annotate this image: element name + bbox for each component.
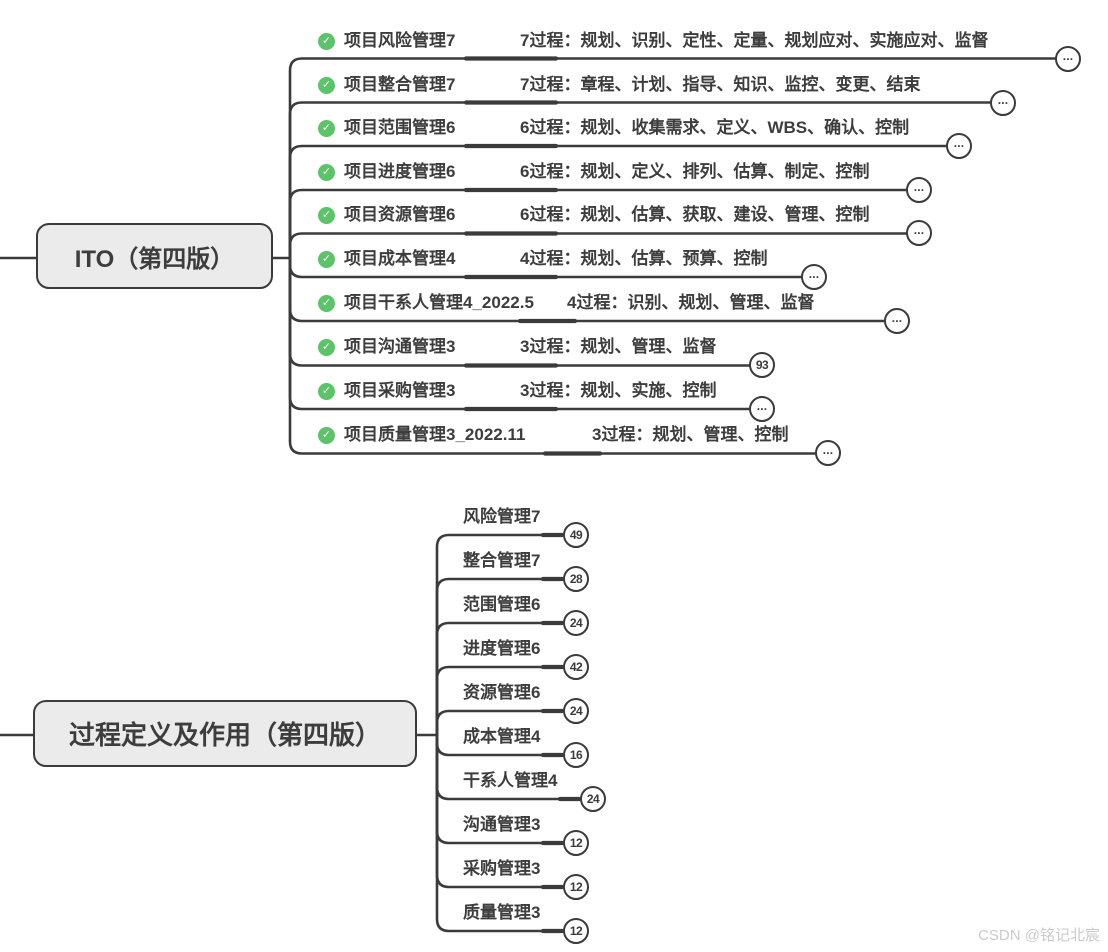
topic-detail[interactable]: 3过程：规划、实施、控制 (520, 381, 717, 400)
topic-detail[interactable]: 6过程：规划、收集需求、定义、WBS、确认、控制 (520, 118, 910, 137)
topic-title[interactable]: 干系人管理4 (463, 771, 558, 790)
watermark-text: CSDN @铭记北宸 (978, 927, 1100, 944)
check-circle-icon: ✓ (318, 295, 335, 312)
collapse-badge[interactable]: ··· (749, 396, 775, 422)
collapse-badge[interactable]: ··· (906, 220, 932, 246)
collapse-badge[interactable]: 12 (563, 830, 589, 856)
collapse-badge[interactable]: 24 (563, 610, 589, 636)
topic-title[interactable]: 项目整合管理7 (344, 75, 456, 94)
topic-title[interactable]: 资源管理6 (463, 683, 541, 702)
root-node-ito[interactable]: ITO（第四版） (36, 223, 273, 289)
collapse-badge[interactable]: 16 (563, 742, 589, 768)
topic-title[interactable]: 风险管理7 (463, 507, 541, 526)
topic-detail[interactable]: 3过程：规划、管理、控制 (592, 425, 789, 444)
collapse-badge[interactable]: ··· (884, 308, 910, 334)
topic-detail[interactable]: 7过程：章程、计划、指导、知识、监控、变更、结束 (520, 75, 921, 94)
topic-detail[interactable]: 7过程：规划、识别、定性、定量、规划应对、实施应对、监督 (520, 31, 989, 50)
collapse-badge[interactable]: 12 (563, 918, 589, 944)
topic-title[interactable]: 项目风险管理7 (344, 31, 456, 50)
collapse-badge[interactable]: 24 (580, 786, 606, 812)
topic-title[interactable]: 质量管理3 (463, 903, 541, 922)
check-circle-icon: ✓ (318, 383, 335, 400)
topic-detail[interactable]: 4过程：规划、估算、预算、控制 (520, 249, 768, 268)
collapse-badge[interactable]: 42 (563, 654, 589, 680)
check-circle-icon: ✓ (318, 251, 335, 268)
collapse-badge[interactable]: ··· (815, 440, 841, 466)
topic-title[interactable]: 沟通管理3 (463, 815, 541, 834)
check-circle-icon: ✓ (318, 77, 335, 94)
topic-detail[interactable]: 4过程：识别、规划、管理、监督 (567, 293, 815, 312)
topic-title[interactable]: 项目资源管理6 (344, 205, 456, 224)
topic-title[interactable]: 项目范围管理6 (344, 118, 456, 137)
topic-title[interactable]: 项目进度管理6 (344, 162, 456, 181)
collapse-badge[interactable]: 12 (563, 874, 589, 900)
check-circle-icon: ✓ (318, 33, 335, 50)
collapse-badge[interactable]: 28 (563, 566, 589, 592)
topic-title[interactable]: 进度管理6 (463, 639, 541, 658)
collapse-badge[interactable]: ··· (946, 133, 972, 159)
check-circle-icon: ✓ (318, 164, 335, 181)
collapse-badge[interactable]: ··· (906, 177, 932, 203)
topic-title[interactable]: 范围管理6 (463, 595, 541, 614)
check-circle-icon: ✓ (318, 207, 335, 224)
collapse-badge[interactable]: 24 (563, 698, 589, 724)
check-circle-icon: ✓ (318, 427, 335, 444)
topic-detail[interactable]: 3过程：规划、管理、监督 (520, 337, 717, 356)
topic-title[interactable]: 采购管理3 (463, 859, 541, 878)
topic-title[interactable]: 项目干系人管理4_2022.5 (344, 293, 534, 312)
topic-title[interactable]: 项目成本管理4 (344, 249, 456, 268)
collapse-badge[interactable]: ··· (1055, 46, 1081, 72)
collapse-badge[interactable]: ··· (801, 264, 827, 290)
topic-title[interactable]: 项目质量管理3_2022.11 (344, 425, 526, 444)
topic-detail[interactable]: 6过程：规划、定义、排列、估算、制定、控制 (520, 162, 870, 181)
topic-title[interactable]: 成本管理4 (463, 727, 541, 746)
collapse-badge[interactable]: 93 (749, 352, 775, 378)
collapse-badge[interactable]: 49 (563, 522, 589, 548)
check-circle-icon: ✓ (318, 120, 335, 137)
check-circle-icon: ✓ (318, 339, 335, 356)
topic-title[interactable]: 项目采购管理3 (344, 381, 456, 400)
root-node-process-definition[interactable]: 过程定义及作用（第四版） (33, 700, 417, 767)
topic-detail[interactable]: 6过程：规划、估算、获取、建设、管理、控制 (520, 205, 870, 224)
topic-title[interactable]: 项目沟通管理3 (344, 337, 456, 356)
topic-title[interactable]: 整合管理7 (463, 551, 541, 570)
collapse-badge[interactable]: ··· (990, 90, 1016, 116)
